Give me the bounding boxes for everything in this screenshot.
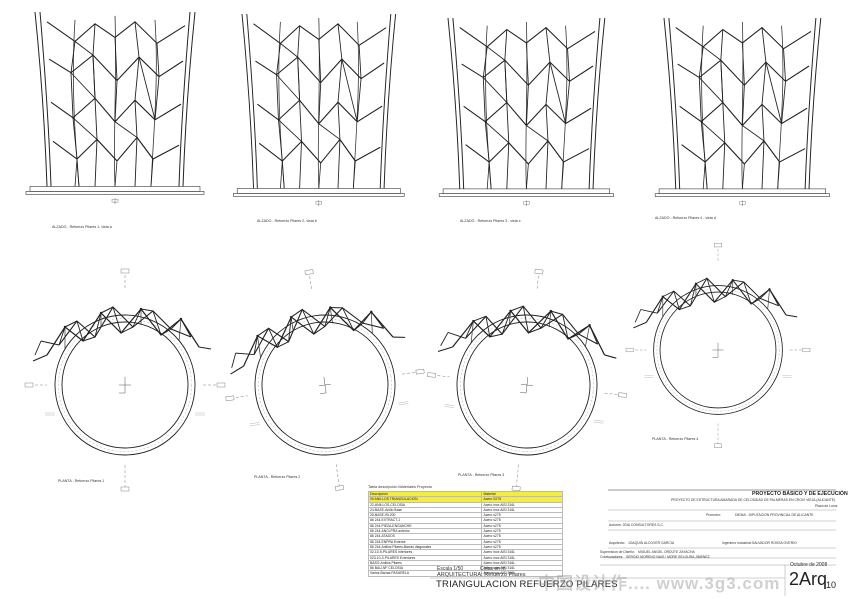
authors: Autores: 2DIA CONSULTORES S.C. [609,523,664,527]
elevation-caption-1: ALZADO - Refuerzo Pilares 1- vista a [52,225,112,229]
plan-caption-4: PLANTA - Refuerzo Pilares 4 [652,437,699,441]
promoter-value: DIEMA - DIPUTACION PROVINCIAL DE ALICANT… [735,513,814,517]
scale: Escala 1/50 [437,566,464,572]
watermark: 中国设计作.... www.3g3.com [538,574,781,593]
drawing-code: 2Arq [789,569,828,589]
table-cell: Varios-Barras PASARELA [367,570,483,577]
units: Cotas en m [480,566,506,572]
date: Octubre de 2008 [790,562,828,568]
architect-value: JOAQUIN ALCOVER GARCIA [628,541,674,545]
plan-1 [24,268,226,492]
promoter-label: Promotor: [706,513,721,517]
drawing-title: TRIANGULACION REFUERZO PILARES [436,579,618,590]
supervisor-value: MIGUEL ANGEL ORDUTE ZAYACHA [638,550,695,554]
supervisor-label: Supervision de Diseño: [600,550,635,554]
collaborators-label: Colaboradores: [600,555,624,559]
architect-label: Arquitecto: [609,541,626,545]
plan-3 [415,258,640,502]
project-place: Plaza de Luxor [815,504,838,508]
table-cell: Acero inox AISI 316L [481,570,563,577]
materials-table-title: Tabla descripción Materiales Proyecto [368,485,432,489]
engineer-label: Ingeniero Industrial: [722,541,752,545]
elevation-caption-4: ALZADO - Refuerzo Pilares 4 - vista d [655,216,716,220]
elevation-2 [232,13,405,207]
elevation-1 [25,11,205,205]
elevation-caption-3: ALZADO - Refuerzo Pilares 3 - vista c [460,219,521,223]
elevation-4 [654,17,831,207]
project-description: PROYECTO DE ESTRUCTURA AMARADA DE CELOSI… [671,498,836,502]
plan-4 [625,242,811,449]
project-title: PROYECTO BÁSICO Y DE EJECUCIÓN [752,491,848,497]
discipline: ARQUITECTURA: Refuerzo Pilares [437,572,526,578]
collaborators-value: SERGIO MORENO NAIS / MORE SELOURA JIMENE… [626,555,710,559]
plan-2 [209,255,440,505]
materials-table: Descripción Material 00 ANILLOS TRIANGUL… [367,490,563,577]
table-cell: 86 244-Anillos Pilares-Barras diagonales [367,543,483,551]
plan-caption-3: PLANTA - Refuerzo Pilares 3 [458,473,505,477]
elevation-caption-2: ALZADO - Refuerzo Pilares 2- vista b [257,219,317,223]
plan-caption-1: PLANTA - Refuerzo Pilares 1 [58,479,105,483]
engineer-value: SALVADOR ROSSA OVERIO [752,541,797,545]
title-block-frame [430,489,836,596]
sheet-number: 10 [826,580,837,590]
plan-caption-2: PLANTA - Refuerzo Pilares 2 [254,475,301,479]
elevation-3 [438,17,615,207]
